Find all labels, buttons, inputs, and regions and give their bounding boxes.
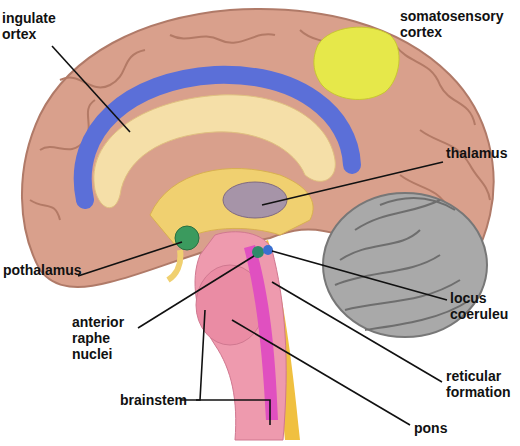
region-label: thalamus <box>446 145 507 161</box>
pituitary-stalk <box>168 250 180 280</box>
hypothalamus-shape <box>175 226 199 250</box>
region-label: reticular formation <box>446 368 511 400</box>
region-label: pothalamus <box>3 262 82 278</box>
locus-dot <box>263 245 273 255</box>
leader-lines <box>52 46 447 425</box>
region-label: pons <box>414 420 447 436</box>
region-label: ingulate ortex <box>2 10 56 42</box>
reticular-stripe <box>244 245 278 420</box>
region-label: somatosensory cortex <box>400 8 503 40</box>
region-label: locus coeruleu <box>450 290 508 322</box>
thalamus-shape <box>223 182 287 218</box>
region-label: brainstem <box>120 392 187 408</box>
region-label: anterior raphe nuclei <box>72 314 124 362</box>
somatosensory-area <box>314 27 399 99</box>
brainstem-shape <box>195 232 286 440</box>
